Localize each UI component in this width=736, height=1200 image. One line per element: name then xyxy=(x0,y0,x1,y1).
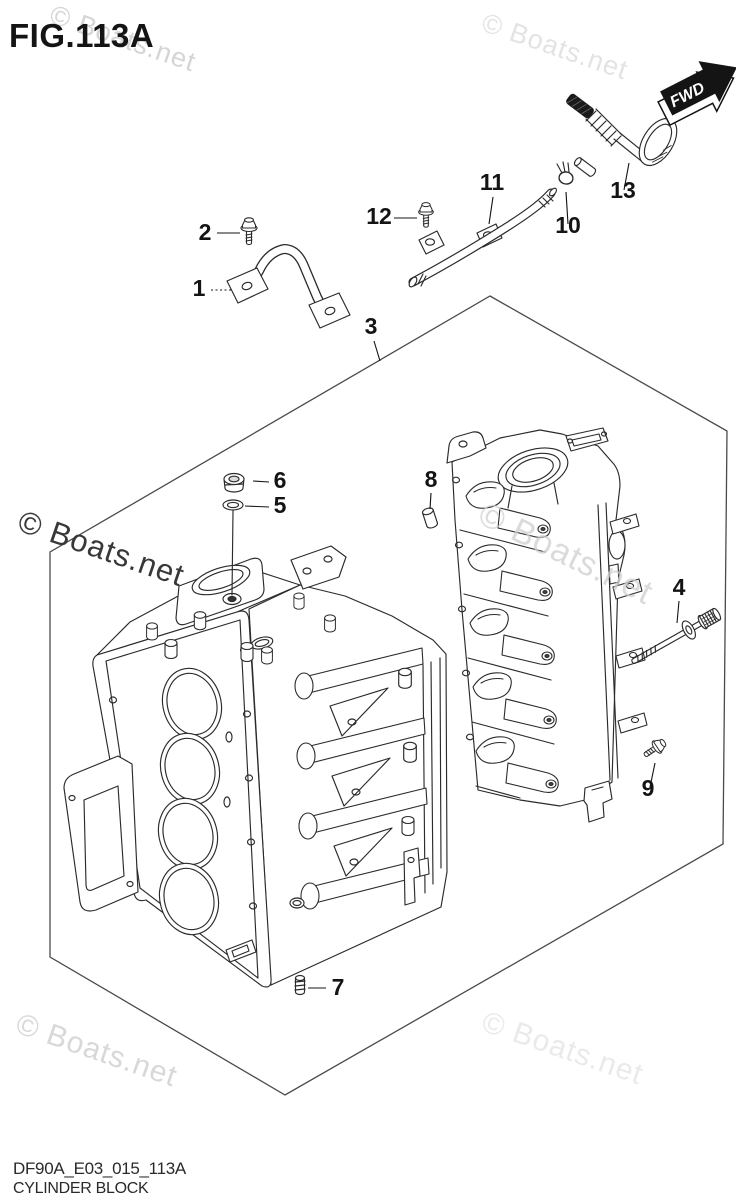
svg-text:8: 8 xyxy=(425,466,438,492)
svg-text:4: 4 xyxy=(673,574,686,600)
svg-text:11: 11 xyxy=(480,169,505,195)
svg-text:3: 3 xyxy=(365,313,378,339)
svg-text:12: 12 xyxy=(366,203,392,229)
svg-text:6: 6 xyxy=(274,467,287,493)
svg-text:7: 7 xyxy=(332,974,345,1000)
callout-9: 9 xyxy=(642,762,656,801)
callout-1: 1 xyxy=(193,275,231,301)
footer-title: CYLINDER BLOCK xyxy=(13,1180,149,1197)
callout-3: 3 xyxy=(365,313,381,362)
callout-10: 10 xyxy=(555,191,581,238)
dipstick-part-13 xyxy=(566,93,678,177)
leader-washer-to-block xyxy=(231,510,234,596)
bracket-part-1 xyxy=(226,244,351,329)
callout-2: 2 xyxy=(199,219,240,245)
pin-part-8 xyxy=(421,507,438,529)
callout-4: 4 xyxy=(673,574,686,624)
figure-title: FIG.113A xyxy=(9,17,154,54)
bolt-part-4 xyxy=(631,607,722,664)
clamp-part-10 xyxy=(556,161,574,185)
callout-5: 5 xyxy=(244,492,287,518)
svg-text:13: 13 xyxy=(610,177,636,203)
callout-8: 8 xyxy=(425,466,438,510)
svg-text:9: 9 xyxy=(642,775,655,801)
crankcase-drawing xyxy=(446,427,648,823)
callout-12: 12 xyxy=(366,203,417,229)
cylinder-block-drawing xyxy=(63,545,448,988)
callout-7: 7 xyxy=(308,974,344,1000)
callout-13: 13 xyxy=(610,162,636,203)
bolt-part-7 xyxy=(294,974,306,996)
parts-outline-box xyxy=(49,295,728,1096)
svg-text:10: 10 xyxy=(555,212,581,238)
plug-part-6 xyxy=(223,472,245,493)
footer-code: DF90A_E03_015_113A xyxy=(13,1159,187,1178)
callout-11: 11 xyxy=(480,169,505,225)
tube-part-11 xyxy=(408,187,558,288)
svg-text:2: 2 xyxy=(199,219,212,245)
svg-text:1: 1 xyxy=(193,275,206,301)
svg-text:5: 5 xyxy=(274,492,287,518)
callout-6: 6 xyxy=(252,467,287,493)
washer-part-5 xyxy=(222,499,244,511)
fwd-arrow-icon: FWD xyxy=(657,61,736,127)
